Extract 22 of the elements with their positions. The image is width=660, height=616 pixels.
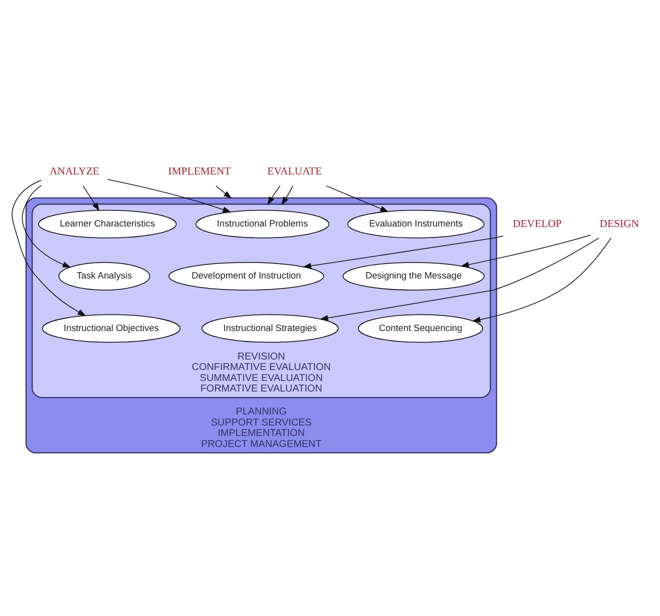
node-ellipse: Evaluation Instruments	[347, 209, 484, 238]
node-text: EVALUATE	[267, 165, 322, 178]
arrow	[82, 185, 100, 211]
arrow	[302, 234, 504, 268]
node-text: IMPLEMENT	[168, 165, 231, 178]
node-text: DESIGN	[600, 217, 640, 230]
node-ellipse: Learner Characteristics	[38, 209, 177, 238]
arrow	[281, 185, 294, 205]
arrow	[216, 185, 232, 198]
arrow	[460, 234, 591, 268]
arrow	[107, 178, 232, 212]
arrow	[326, 184, 389, 212]
node-ellipse: Content Sequencing	[358, 314, 484, 342]
arrow	[267, 185, 280, 205]
arrow	[22, 184, 72, 268]
node-text: DEVELOP	[512, 217, 562, 230]
arrow	[12, 179, 86, 316]
arrow	[472, 237, 612, 322]
node-text: ANALYZE	[50, 165, 100, 178]
arrow	[320, 237, 600, 320]
node-ellipse: Instructional Problems	[196, 209, 330, 238]
node-ellipse: Instructional Objectives	[42, 314, 180, 342]
